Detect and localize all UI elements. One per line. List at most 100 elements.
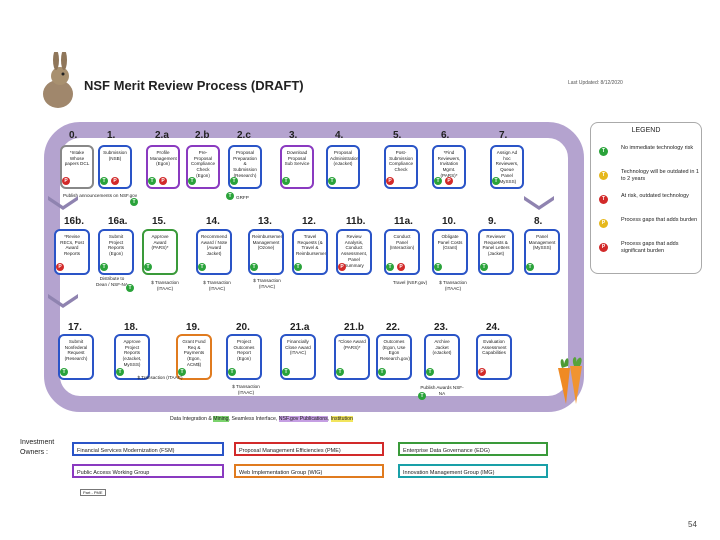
integration-line: Data Integration & Mining, Seamless Inte…: [170, 416, 353, 422]
step-number: 10.: [442, 216, 456, 227]
integration-mining: Mining: [213, 416, 229, 422]
risk-tag: T: [198, 263, 206, 271]
risk-tag: T: [386, 263, 394, 271]
risk-tag: T: [294, 263, 302, 271]
step-text: Archive Jacket (eJacket): [432, 339, 452, 356]
step-text: *Intake Whose papers DCL: [64, 150, 90, 167]
step-text: Evaluation Assessment Capabilities: [481, 339, 507, 356]
risk-tag: T: [144, 263, 152, 271]
risk-tag: T: [178, 368, 186, 376]
integration-sep: ,: [327, 416, 331, 422]
step-text: Outcomes (Egon, Use Egon Research.gov): [380, 339, 410, 362]
process-step-box: Assign Ad hoc Reviewers, Queue Panel (My…: [490, 145, 524, 189]
process-step-box: Approve Award (PARS)*: [142, 229, 178, 275]
rabbit-image: [43, 52, 73, 108]
integration-institution: Institution: [330, 416, 353, 422]
step-text: Proposal Administration (eJacket): [330, 150, 360, 167]
legend-row: P Process gaps that adds significant burd…: [599, 241, 699, 257]
legend-text: Process gaps that adds burden: [621, 217, 698, 223]
chevron-arrow-right-icon: [524, 196, 554, 210]
step-text: Submit Nonfederal Request (Research): [64, 339, 88, 362]
process-step-box: Submit Nonfederal Request (Research): [58, 334, 94, 380]
legend-dot: T: [599, 147, 608, 156]
distribute-tag: T: [126, 284, 134, 292]
step-text: Pre-Proposal Compliance Check (Egon): [190, 150, 216, 178]
process-tag: P: [111, 177, 119, 185]
page-number: 54: [688, 520, 697, 529]
investment-owner-box: Proposal Management Efficiencies (PME): [234, 442, 384, 456]
owners-ref: Part - PME: [80, 489, 106, 496]
step-text: Approve Project Reports (eJacket, MySSS): [122, 339, 142, 367]
process-tag: P: [159, 177, 167, 185]
risk-tag: P: [62, 177, 70, 185]
risk-tag: T: [480, 263, 488, 271]
step-number: 6.: [441, 130, 450, 141]
step-number: 22.: [386, 322, 400, 333]
page-title: NSF Merit Review Process (DRAFT): [84, 78, 304, 93]
transaction-10-note: $ Transaction (ITAAC): [439, 280, 467, 291]
step-text: Submission (NSB): [103, 150, 127, 161]
step-text: Travel Requests (& Travel & Reimbursemen…: [296, 234, 328, 257]
legend-dot: T: [599, 171, 608, 180]
step-number: 19.: [186, 322, 200, 333]
risk-tag: T: [426, 368, 434, 376]
process-track: [44, 122, 584, 412]
process-tag: P: [445, 177, 453, 185]
process-step-box: Reimbursement Management (Ozone): [248, 229, 284, 275]
step-number: 23.: [434, 322, 448, 333]
travel-gov-note: Travel (NSF.gov): [392, 280, 428, 285]
step-number: 11b.: [346, 216, 366, 227]
risk-tag: P: [478, 368, 486, 376]
step-text: Obligate Panel Costs (Grant): [437, 234, 463, 251]
step-number: 2.a: [155, 130, 169, 141]
step-text: Financially Close Award (ITAAC): [285, 339, 311, 356]
investment-owner-box: Web Implementation Group (WIG): [234, 464, 384, 478]
risk-tag: P: [338, 263, 346, 271]
step-text: Approve Award (PARS)*: [151, 234, 169, 251]
risk-tag: T: [378, 368, 386, 376]
distribute-note: Distribute to Dean / NSF-NA: [96, 276, 128, 287]
legend-title: LEGEND: [631, 127, 661, 134]
risk-tag: T: [328, 177, 336, 185]
grfp-tag: T: [226, 192, 234, 200]
step-number: 5.: [393, 130, 402, 141]
legend-text: No immediate technology risk: [621, 145, 694, 151]
step-number: 17.: [68, 322, 82, 333]
process-step-box: Proposal Preparation & Submission (Resea…: [228, 145, 262, 189]
step-text: Profile Management (Egon): [150, 150, 177, 167]
step-number: 16b.: [64, 216, 85, 227]
investment-owner-box: Public Access Working Group: [72, 464, 224, 478]
step-number: 21.a: [290, 322, 310, 333]
risk-tag: T: [148, 177, 156, 185]
legend-row: T No immediate technology risk: [599, 145, 699, 161]
last-updated: Last Updated: 8/12/2020: [568, 80, 623, 86]
risk-tag: T: [100, 263, 108, 271]
integration-publications: NSF.gov Publications: [278, 416, 328, 422]
step-number: 16a.: [108, 216, 128, 227]
legend-text: Process gaps that adds significant burde…: [621, 241, 679, 255]
step-text: Grant Fund Req & Payments (Egon, ACM$): [182, 339, 206, 367]
legend-text: At risk, outdated technology: [621, 193, 689, 199]
publish-award-note: Publish Awards NSF-NA: [420, 385, 464, 396]
step-number: 4.: [335, 130, 344, 141]
step-text: Submit Project Reports (Egon): [107, 234, 125, 257]
risk-tag: T: [434, 263, 442, 271]
chevron-arrow-left-icon: [48, 196, 78, 210]
publish-announcements-note: Publish announcements on NSF.gov: [62, 193, 138, 198]
investment-owner-box: Financial Services Modernization (FSM): [72, 442, 224, 456]
integration-middle: , Seamless Interface,: [228, 416, 279, 422]
grfp-note: GRFP: [236, 195, 249, 200]
investment-owners-label: Investment Owners :: [20, 439, 55, 456]
risk-tag: T: [336, 368, 344, 376]
risk-tag: P: [386, 177, 394, 185]
step-number: 3.: [289, 130, 298, 141]
investment-owner-box: Innovation Management Group (IMG): [398, 464, 548, 478]
step-text: Reviewer Requests & Panel Letters (Jacke…: [482, 234, 510, 257]
legend-dot: P: [599, 243, 608, 252]
step-text: Review Analysis, Conduct Assessment, Pan…: [340, 234, 368, 268]
risk-tag: T: [60, 368, 68, 376]
transaction-18-note: $ Transaction (ITAAC): [137, 375, 183, 380]
risk-tag: T: [526, 263, 534, 271]
publish-tag: T: [130, 198, 138, 206]
